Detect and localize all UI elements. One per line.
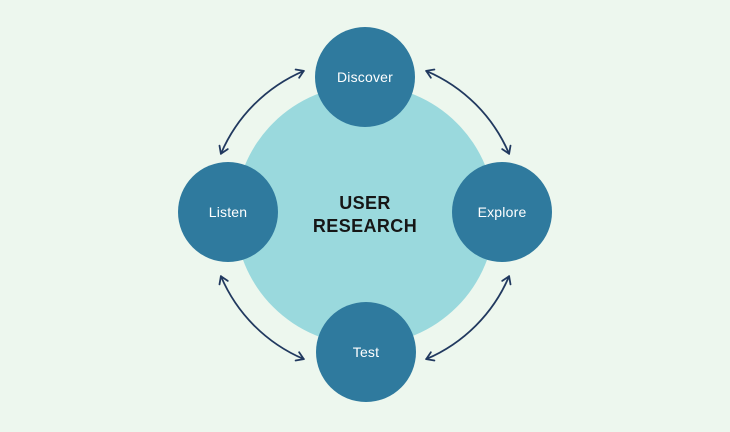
arrow-discover-explore [425, 68, 512, 155]
node-discover: Discover [315, 27, 415, 127]
node-listen: Listen [178, 162, 278, 262]
hub-title: USER RESEARCH [312, 193, 418, 236]
node-explore: Explore [452, 162, 552, 262]
node-discover-label: Discover [336, 69, 394, 85]
node-explore-label: Explore [477, 204, 527, 220]
node-listen-label: Listen [208, 204, 248, 220]
arrow-test-listen [218, 275, 305, 362]
arrow-explore-test [425, 275, 512, 362]
node-test: Test [316, 302, 416, 402]
arrow-listen-discover [218, 68, 305, 155]
node-test-label: Test [352, 344, 380, 360]
